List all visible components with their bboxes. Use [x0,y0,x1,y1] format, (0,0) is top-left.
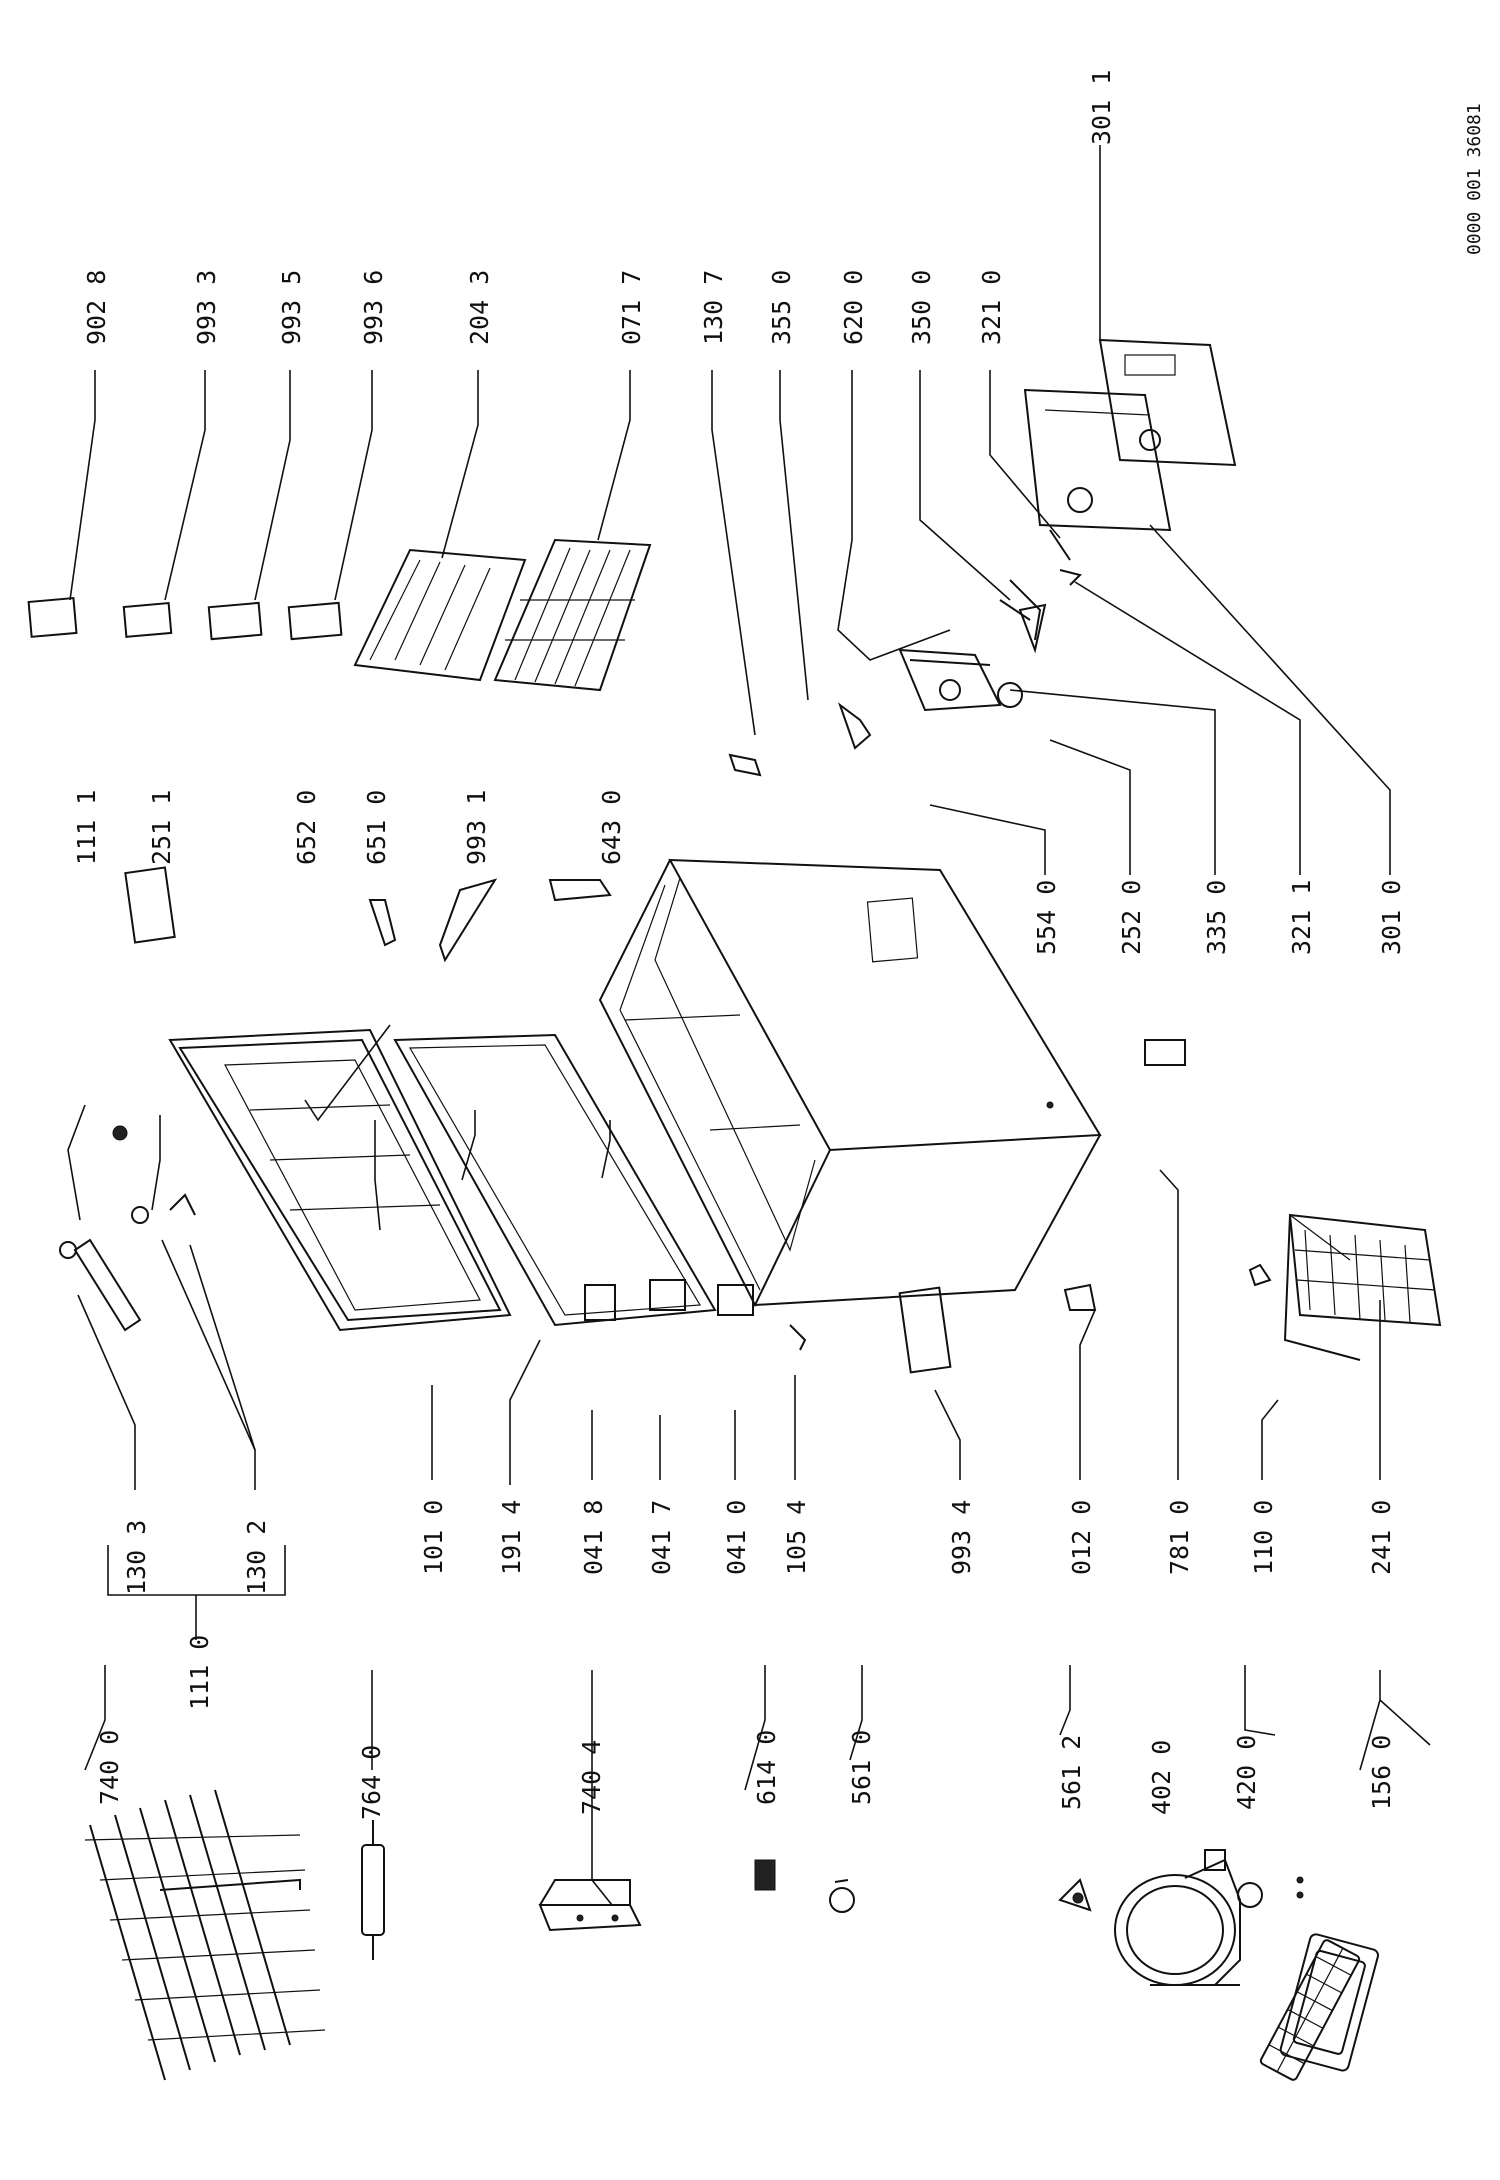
label-993-1: 993 1 [462,790,491,865]
label-740-0: 740 0 [95,1730,124,1805]
label-301-0: 301 0 [1377,880,1406,955]
label-321-1: 321 1 [1287,880,1316,955]
label-561-2: 561 2 [1057,1735,1086,1810]
label-554-0: 554 0 [1032,880,1061,955]
label-071-7: 071 7 [617,270,646,345]
small-parts-center [124,866,1272,1374]
label-420-0: 420 0 [1232,1735,1261,1810]
label-204-3: 204 3 [465,270,494,345]
label-993-3: 993 3 [192,270,221,345]
upper-right-parts [27,338,1237,777]
label-643-0: 643 0 [597,790,626,865]
label-620-0: 620 0 [839,270,868,345]
label-651-0: 651 0 [362,790,391,865]
label-321-0: 321 0 [977,270,1006,345]
label-301-1: 301 1 [1087,70,1116,145]
label-614-0: 614 0 [752,1730,781,1805]
label-402-0: 402 0 [1147,1740,1176,1815]
label-041-7: 041 7 [647,1500,676,1575]
label-355-0: 355 0 [767,270,796,345]
label-130-7: 130 7 [699,270,728,345]
label-101-0: 101 0 [419,1500,448,1575]
label-252-0: 252 0 [1117,880,1146,955]
compressor [1114,1849,1241,1986]
grommet-part [1058,1878,1092,1912]
label-241-0: 241 0 [1367,1500,1396,1575]
label-350-0: 350 0 [907,270,936,345]
basket-lid [1279,1933,1379,2072]
label-110-0: 110 0 [1249,1500,1278,1575]
ice-tray [1259,1939,1361,2081]
filter-drier [361,1820,385,1960]
label-111-0: 111 0 [185,1635,214,1710]
label-111-1: 111 1 [72,790,101,865]
label-012-0: 012 0 [1067,1500,1096,1575]
label-740-4: 740 4 [577,1740,606,1815]
capacitor-part [829,1879,855,1913]
label-652-0: 652 0 [292,790,321,865]
label-156-0: 156 0 [1367,1735,1396,1810]
freezer-cabinet [598,858,1102,1308]
freezer-lid [168,1028,512,1332]
hinge-parts [59,1125,196,1332]
label-251-1: 251 1 [147,790,176,865]
label-781-0: 781 0 [1165,1500,1194,1575]
lid-gasket [393,1033,717,1327]
overload-part [1237,1876,1304,1908]
label-191-4: 191 4 [497,1500,526,1575]
label-764-0: 764 0 [357,1745,386,1820]
part-labels: 740 0 764 0 740 4 614 0 561 0 561 2 402 … [72,70,1485,1820]
label-041-8: 041 8 [579,1500,608,1575]
label-902-8: 902 8 [82,270,111,345]
relay-part [754,1859,776,1891]
mounting-bracket [538,1879,642,1932]
label-105-4: 105 4 [782,1500,811,1575]
label-335-0: 335 0 [1202,880,1231,955]
label-993-4: 993 4 [947,1500,976,1575]
condenser-coil [84,1789,326,2081]
label-130-2: 130 2 [242,1520,271,1595]
label-993-5: 993 5 [277,270,306,345]
leader-lines [67,145,1431,1906]
storage-basket [1283,1213,1442,1361]
label-130-3: 130 3 [122,1520,151,1595]
label-993-6: 993 6 [359,270,388,345]
label-041-0: 041 0 [722,1500,751,1575]
label-561-0: 561 0 [847,1730,876,1805]
drawing-reference: 0000 001 36081 [1464,103,1485,255]
